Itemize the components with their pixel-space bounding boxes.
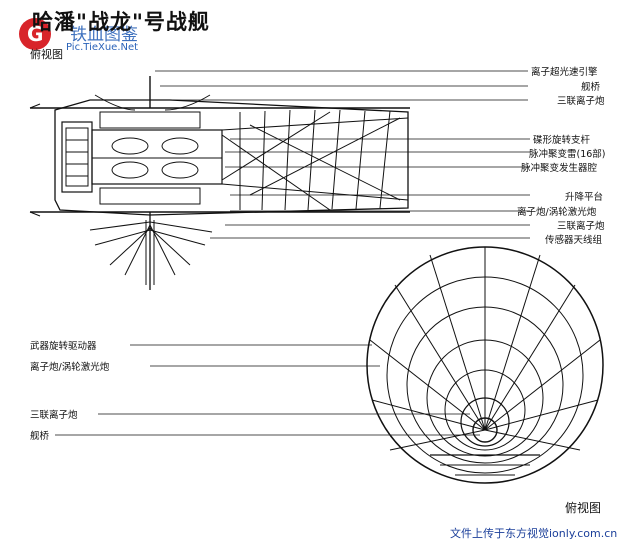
label-disc-rotation-strut: 碟形旋转支杆 — [533, 135, 591, 146]
label-bridge-left: 舰桥 — [30, 431, 50, 442]
footer-credit: 文件上传于东方视觉ionly.com.cn — [450, 527, 618, 540]
label-sensor-antenna-array: 传感器天线组 — [545, 235, 603, 246]
label-lift-platform: 升降平台 — [565, 192, 604, 203]
side-view — [29, 76, 410, 290]
label-ion-turbolaser-left: 离子炮/涡轮激光炮 — [30, 362, 110, 373]
label-ion-turbolaser: 离子炮/涡轮激光炮 — [517, 207, 597, 218]
top-view-disc — [366, 246, 604, 484]
label-triple-ion-cannon-bottom: 三联离子炮 — [557, 221, 605, 232]
svg-text:G: G — [27, 22, 43, 46]
label-triple-ion-cannon-left: 三联离子炮 — [30, 410, 78, 421]
top-view-caption: 俯视图 — [565, 501, 602, 515]
label-triple-ion-cannon-top: 三联离子炮 — [557, 96, 605, 107]
leader-lines-left — [55, 344, 480, 436]
label-bridge: 舰桥 — [581, 82, 601, 93]
watermark-logo-mark: G — [19, 18, 51, 50]
leader-lines-right — [155, 70, 530, 239]
page-title: 哈潘"战龙"号战舰 — [32, 10, 210, 34]
label-pulse-fusion-generator: 脉冲聚变发生器腔 — [521, 163, 598, 174]
footer-band — [446, 523, 637, 542]
watermark-logo-text: 铁血图鉴 — [70, 25, 138, 45]
watermark-site: Pic.TieXue.Net — [66, 42, 139, 53]
label-pulse-fusion-torpedo: 脉冲聚变雷(16部) — [529, 149, 606, 160]
label-ion-hyperdrive: 离子超光速引擎 — [531, 67, 598, 78]
label-weapon-rotation-drive: 武器旋转驱动器 — [30, 341, 97, 352]
view-subtitle: 俯视图 — [30, 48, 63, 61]
